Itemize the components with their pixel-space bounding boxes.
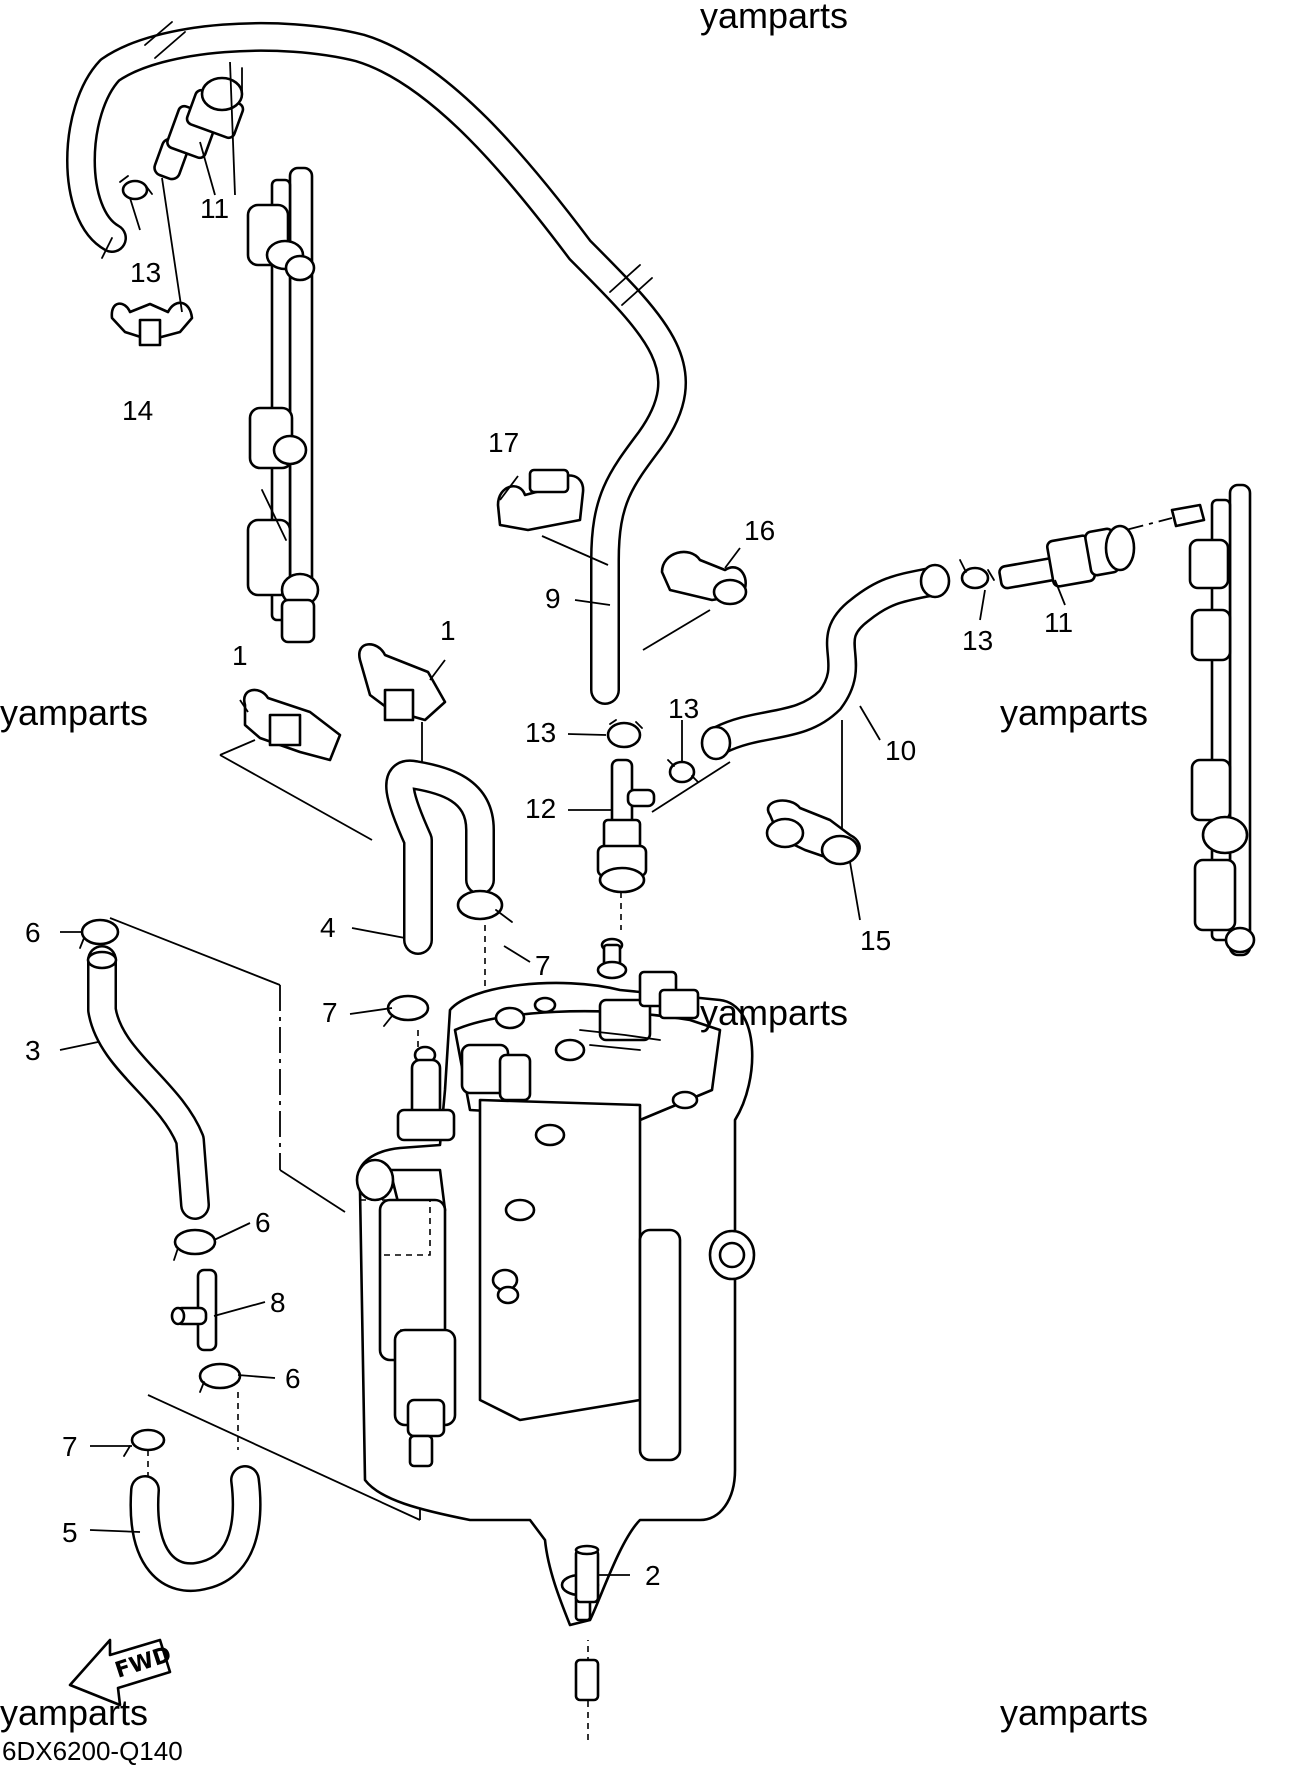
t-joint-8 (170, 1268, 218, 1352)
retaining-clamp-15 (765, 799, 861, 866)
callout-13-mid: 13 (525, 717, 556, 748)
watermark-center: yamparts (700, 992, 848, 1033)
hose-clip-13-upper-left (119, 175, 153, 201)
callout-8: 8 (270, 1287, 286, 1318)
hose-clip-6-top (79, 918, 120, 949)
fuel-joint-12 (596, 758, 656, 894)
fuel-connector-11-left (153, 61, 245, 196)
watermark-bottom-right: yamparts (1000, 1692, 1148, 1733)
callout-5: 5 (62, 1517, 78, 1548)
callout-3: 3 (25, 1035, 41, 1066)
watermark-bottom-left: yamparts (0, 1692, 148, 1733)
callout-1-right: 1 (440, 615, 456, 646)
hose-clip-13-mid (606, 719, 643, 749)
callout-17: 17 (488, 427, 519, 458)
hose-clip-6-low (198, 1362, 242, 1393)
return-hose-long (66, 21, 688, 705)
fuel-hose-3 (86, 945, 210, 1220)
fuel-rail-left (246, 166, 320, 644)
callout-11-right: 11 (1044, 607, 1073, 638)
hose-clip-7-low (123, 1428, 166, 1457)
retaining-clamp-1-right (358, 643, 447, 722)
callout-14: 14 (122, 395, 153, 426)
callout-2: 2 (645, 1560, 661, 1591)
clip-16 (642, 550, 748, 651)
fuel-hose-5 (129, 1465, 262, 1593)
callout-12: 12 (525, 793, 556, 824)
retaining-clamp-1-left (242, 688, 342, 762)
callout-leaders (59, 141, 1066, 1576)
callout-labels: 11 13 14 17 16 9 13 11 1 1 13 13 12 10 1… (25, 193, 1073, 1591)
diagram-code: 6DX6200-Q140 (2, 1736, 183, 1766)
hose-clip-7-mid (383, 994, 430, 1027)
callout-13-right: 13 (962, 625, 993, 656)
clip-17 (496, 468, 609, 566)
callout-6-top: 6 (25, 917, 41, 948)
hose-clip-7-upper (456, 889, 513, 923)
callout-10: 10 (885, 735, 916, 766)
hose-clip-13-right-upper (959, 559, 995, 590)
callout-7-low: 7 (62, 1431, 78, 1462)
callout-15: 15 (860, 925, 891, 956)
callout-1-left: 1 (232, 640, 248, 671)
hose-break-marks (144, 21, 653, 306)
watermark-right: yamparts (1000, 692, 1148, 733)
callout-13-upper-left: 13 (130, 257, 161, 288)
fuel-hose-4 (385, 759, 495, 955)
callout-6-low: 6 (285, 1363, 301, 1394)
callout-13-mid-right: 13 (668, 693, 699, 724)
callout-7-mid: 7 (322, 997, 338, 1028)
callout-11-upper-left: 11 (200, 193, 229, 224)
watermark-left: yamparts (0, 692, 148, 733)
vapor-separator-assembly (355, 937, 756, 1627)
drain-pipe-2 (574, 1544, 600, 1702)
watermark-top: yamparts (700, 0, 848, 36)
callout-6-mid: 6 (255, 1207, 271, 1238)
hose-clip-13-mid-right (667, 759, 699, 784)
callout-4: 4 (320, 912, 336, 943)
fuel-connector-11-right (998, 524, 1136, 590)
callout-16: 16 (744, 515, 775, 546)
fuel-hose-10 (700, 563, 951, 828)
callout-7-upper: 7 (535, 950, 551, 981)
watermarks: yamparts yamparts yamparts yamparts yamp… (0, 0, 1148, 1733)
callout-9: 9 (545, 583, 561, 614)
hose-clip-6-mid (173, 1228, 217, 1261)
retaining-clamp-14 (110, 177, 194, 347)
fuel-rail-right (1117, 483, 1256, 957)
